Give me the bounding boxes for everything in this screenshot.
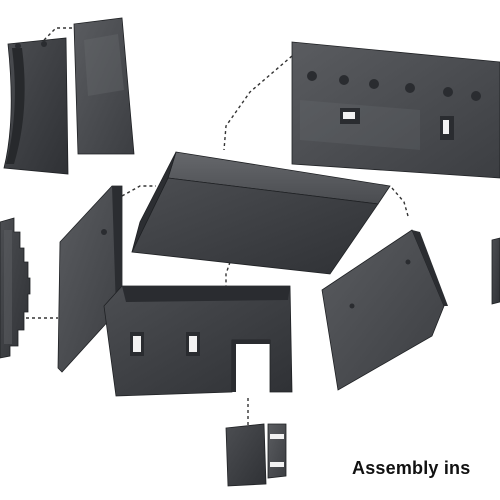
filler-clip [267, 423, 287, 479]
front-liner-plate [103, 285, 293, 397]
back-liner-plate [291, 41, 500, 179]
side-liner-curved [3, 37, 69, 175]
side-liner-wedge [321, 229, 448, 391]
top-liner-tray [131, 151, 391, 275]
stepped-liner [0, 217, 31, 359]
filler-block [225, 423, 267, 487]
edge-liner-partial [491, 237, 500, 305]
side-liner-tapered [73, 17, 135, 155]
caption-text: Assembly ins [352, 458, 471, 478]
